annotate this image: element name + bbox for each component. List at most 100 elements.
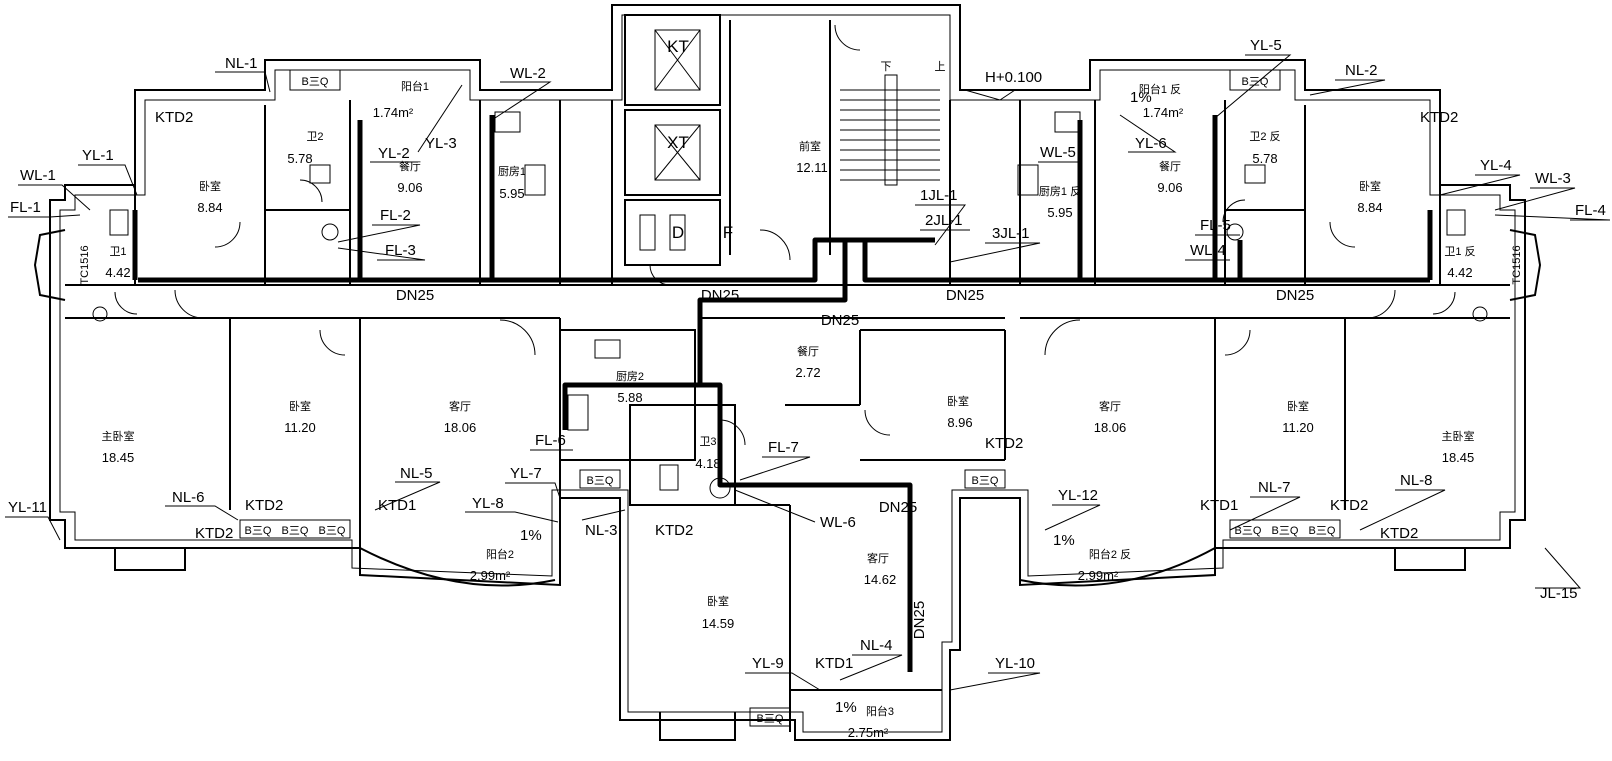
box-label: B三Q: [245, 525, 272, 537]
room-name-foyer: 前室: [799, 139, 821, 153]
riser-label: YL-4: [1480, 157, 1512, 174]
room-name-bedroom: 卧室: [707, 594, 729, 608]
riser-labels: NL-1 WL-2 KTD2 YL-1 WL-1 FL-1 TC1516 YL-…: [5, 37, 1611, 691]
box-label: B三Q: [972, 475, 999, 487]
riser-label: NL-1: [225, 55, 258, 72]
fixtures: [92, 111, 1488, 499]
riser-label: YL-2: [378, 145, 410, 162]
box-label: B三Q: [757, 713, 784, 725]
interior-walls: [65, 14, 1510, 732]
riser-label: KTD2: [655, 522, 693, 539]
room-area-bath: 5.78: [1252, 151, 1277, 166]
room-area-bedroom: 11.20: [1282, 420, 1314, 435]
slope-label: 1%: [1053, 532, 1075, 549]
riser-label: 1JL-1: [920, 187, 958, 204]
room-name-bedroom: 卧室: [1359, 179, 1381, 193]
riser-label: YL-6: [1135, 135, 1167, 152]
room-area-dining: 9.06: [397, 180, 422, 195]
room-name-bedroom: 卧室: [1287, 399, 1309, 413]
box-label: B三Q: [319, 525, 346, 537]
room-area-kitchen: 5.95: [1047, 205, 1072, 220]
room-name-master: 主卧室: [1442, 429, 1475, 443]
riser-label: NL-3: [585, 522, 618, 539]
room-area-dining: 2.72: [795, 365, 820, 380]
room-area-bath1: 4.42: [1447, 265, 1472, 280]
box-label: B三Q: [302, 76, 329, 88]
riser-label: WL-5: [1040, 144, 1076, 161]
riser-label: FL-3: [385, 242, 416, 259]
riser-label: KTD2: [155, 109, 193, 126]
riser-label: NL-6: [172, 489, 205, 506]
riser-label: YL-12: [1058, 487, 1098, 504]
pipe-size-label: DN25: [396, 287, 434, 304]
riser-label: YL-3: [425, 135, 457, 152]
room-area-bath1: 4.42: [105, 265, 130, 280]
riser-label: FL-5: [1200, 217, 1231, 234]
riser-label: WL-1: [20, 167, 56, 184]
riser-label: KTD2: [1380, 525, 1418, 542]
core-labels: KT XT D F 下 上 H+0.100: [667, 37, 1042, 242]
window-label: TC1516: [1511, 245, 1523, 284]
room-name-bedroom: 卧室: [289, 399, 311, 413]
room-area-master: 18.45: [102, 450, 135, 465]
slope-label: 1%: [1130, 89, 1152, 106]
riser-label: NL-7: [1258, 479, 1291, 496]
pipe-size-label: DN25: [911, 601, 928, 639]
riser-label: WL-6: [820, 514, 856, 531]
room-name-living: 客厅: [867, 551, 889, 565]
room-name-bath3: 卫3: [699, 436, 716, 448]
room-area-balcony2: 2.99m²: [470, 568, 511, 583]
slope-label: 1%: [520, 527, 542, 544]
box-label: B三Q: [587, 475, 614, 487]
elevator-kt-label: KT: [667, 37, 689, 56]
riser-label: KTD1: [1200, 497, 1238, 514]
room-area-living: 18.06: [444, 420, 477, 435]
room-name-bath: 卫2: [306, 131, 323, 143]
pipe-network: [132, 115, 1433, 672]
room-area-bath3: 4.18: [695, 456, 720, 471]
riser-label: KTD1: [378, 497, 416, 514]
room-name-kitchen: 厨房1: [498, 165, 526, 178]
room-area-master: 18.45: [1442, 450, 1475, 465]
riser-label: KTD2: [985, 435, 1023, 452]
box-label: B三Q: [1235, 525, 1262, 537]
stair-up-label: 上: [935, 60, 946, 73]
pipe-size-label: DN25: [879, 499, 917, 516]
room-area-bedroom: 14.59: [702, 616, 735, 631]
room-labels: 卧室 8.84 卫2 5.78 阳台1 1.74m² 餐厅 9.06 厨房1 5…: [102, 79, 1476, 740]
room-area-bedroom: 8.84: [197, 200, 222, 215]
room-name-bedroom: 卧室: [199, 179, 221, 193]
room-area-kitchen2: 5.88: [617, 390, 642, 405]
riser-label: NL-2: [1345, 62, 1378, 79]
box-label: B三Q: [282, 525, 309, 537]
pipe-size-label: DN25: [821, 312, 859, 329]
box-label: B三Q: [1242, 76, 1269, 88]
room-name-balcony2: 阳台2: [486, 547, 514, 561]
room-area-bedroom: 8.96: [947, 415, 972, 430]
room-name-dining: 餐厅: [797, 344, 819, 358]
room-name-bath: 卫2 反: [1249, 130, 1280, 143]
stair-treads: [840, 74, 940, 186]
riser-label: YL-11: [8, 499, 47, 516]
elevator-f-label: F: [723, 223, 733, 242]
riser-label: KTD2: [195, 525, 233, 542]
room-name-balcony: 阳台1: [401, 79, 429, 93]
door-swings: [114, 24, 1456, 446]
riser-label: KTD2: [1330, 497, 1368, 514]
slope-label: 1%: [835, 699, 857, 716]
riser-label: KTD1: [815, 655, 853, 672]
riser-label: 2JL-1: [925, 212, 963, 229]
room-area-balcony: 1.74m²: [373, 105, 414, 120]
window-label: TC1516: [79, 245, 91, 284]
elevation-label: H+0.100: [985, 69, 1042, 86]
riser-label: YL-9: [752, 655, 784, 672]
riser-label: KTD2: [1420, 109, 1458, 126]
pipe-size-labels: DN25 DN25 DN25 DN25 DN25 DN25 DN25: [396, 287, 1314, 639]
elevator-xt-label: XT: [667, 133, 689, 152]
room-name-kitchen: 厨房1 反: [1039, 185, 1081, 198]
room-area-bedroom: 11.20: [284, 420, 316, 435]
room-name-kitchen2: 厨房2: [616, 370, 644, 383]
room-name-master: 主卧室: [102, 429, 135, 443]
riser-label: YL-7: [510, 465, 542, 482]
riser-label: WL-2: [510, 65, 546, 82]
